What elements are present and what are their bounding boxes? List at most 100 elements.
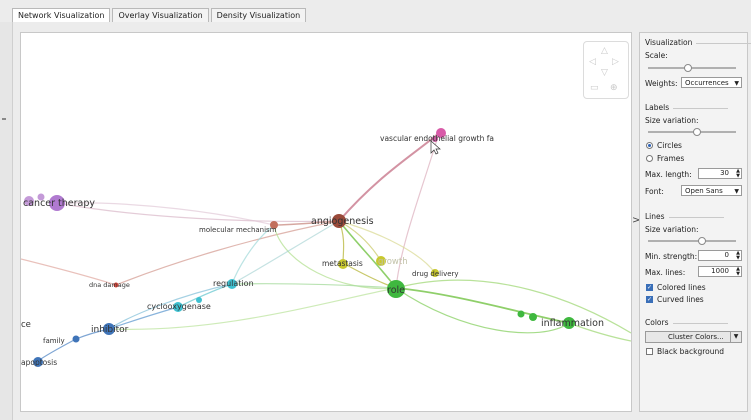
cursor-arrow-icon [430, 140, 441, 155]
min-strength-spinner[interactable]: 0 ▲▼ [698, 250, 742, 261]
network-canvas[interactable]: vascular endothelial growth fa cancer th… [20, 32, 632, 412]
section-lines-title: Lines [645, 212, 722, 221]
labels-slider-thumb[interactable] [693, 128, 701, 136]
curved-lines-label: Curved lines [657, 295, 704, 304]
node-cyclooxygenase [173, 302, 183, 312]
zoom-out-icon[interactable]: ▭ [590, 83, 599, 93]
edge-angiogenesis-growth [338, 220, 382, 262]
pan-up-icon[interactable]: △ [601, 46, 608, 56]
node-green-small-2 [529, 313, 537, 321]
spinner-arrows-icon[interactable]: ▲▼ [736, 168, 740, 179]
node-metastasis [338, 259, 348, 269]
edge-angiogenesis-cancer [56, 202, 340, 223]
lines-size-variation-slider[interactable] [648, 237, 736, 245]
lines-size-variation-label: Size variation: [645, 225, 699, 234]
label-molecular-mechanism: molecular mechanism [199, 226, 277, 234]
options-panel: Visualization Scale: Weights: Occurrence… [639, 32, 751, 412]
label-family: family [43, 337, 65, 345]
edge-inflammation-right [568, 322, 631, 342]
max-lines-label: Max. lines: [645, 268, 686, 277]
font-value: Open Sans [685, 187, 723, 195]
edge-inhibitor-role [108, 287, 397, 330]
edge-angiogenesis-drug [338, 220, 436, 274]
colored-lines-checkbox[interactable]: ✓ [646, 284, 653, 291]
scale-label: Scale: [645, 51, 668, 60]
weights-select[interactable]: Occurrences ▼ [681, 77, 742, 88]
cluster-colors-button[interactable]: Cluster Colors... ▼ [645, 331, 742, 343]
spinner-arrows-icon[interactable]: ▲▼ [736, 266, 740, 277]
frames-label: Frames [657, 154, 685, 163]
node-regulation [227, 279, 237, 289]
edge-role-inflammation [395, 287, 570, 324]
scale-slider-thumb[interactable] [684, 64, 692, 72]
curved-lines-checkbox[interactable]: ✓ [646, 296, 653, 303]
weights-value: Occurrences [685, 79, 729, 87]
node-drug-delivery [431, 269, 439, 277]
tab-network-visualization[interactable]: Network Visualization [12, 8, 111, 22]
max-length-spinner[interactable]: 30 ▲▼ [698, 168, 742, 179]
chevron-down-icon: ▼ [734, 80, 739, 87]
edge-regulation-role [231, 283, 397, 289]
scale-slider[interactable] [648, 64, 736, 72]
edge-angiogenesis-molecular [273, 220, 340, 226]
label-growth: growth [378, 257, 408, 267]
label-role: role [387, 285, 405, 296]
section-colors-title: Colors [645, 318, 726, 327]
section-labels-title: Labels [645, 103, 729, 112]
node-angiogenesis [332, 214, 346, 228]
max-lines-value: 1000 [711, 267, 729, 275]
max-length-label: Max. length: [645, 170, 692, 179]
circles-label: Circles [657, 141, 682, 150]
spinner-arrows-icon[interactable]: ▲▼ [736, 250, 740, 261]
label-regulation: regulation [213, 279, 254, 288]
edge-vegf-role [395, 132, 440, 289]
lines-slider-thumb[interactable] [698, 237, 706, 245]
label-cancer-therapy: cancer therapy [23, 198, 95, 209]
edge-angiogenesis-dna [115, 220, 340, 286]
label-ce: ce [21, 320, 31, 330]
tab-bar: Network Visualization Overlay Visualizat… [12, 8, 307, 22]
weights-label: Weights: [645, 79, 678, 88]
node-cancer-small-2 [37, 193, 45, 201]
node-inflammation [563, 317, 575, 329]
font-select[interactable]: Open Sans ▼ [681, 185, 742, 196]
edge-regulation-inhibitor [108, 283, 233, 330]
pan-left-icon[interactable]: ◁ [589, 57, 596, 67]
node-molecular-mechanism [270, 221, 278, 229]
label-vegf: vascular endothelial growth fa [380, 134, 494, 143]
black-background-label: Black background [657, 347, 725, 356]
labels-size-variation-slider[interactable] [648, 128, 736, 136]
pan-down-icon[interactable]: ▽ [601, 68, 608, 78]
max-length-value: 30 [720, 169, 729, 177]
circles-radio[interactable] [646, 142, 653, 149]
edge-role-inflammation-2 [395, 287, 570, 334]
node-cyan-small [196, 297, 202, 303]
label-metastasis: metastasis [322, 259, 363, 268]
tab-overlay-visualization[interactable]: Overlay Visualization [112, 8, 209, 22]
label-dna-damage: dna damage [89, 281, 130, 289]
tab-density-visualization[interactable]: Density Visualization [210, 8, 307, 22]
network-map[interactable]: vascular endothelial growth fa cancer th… [21, 33, 631, 411]
left-side-strip [0, 22, 13, 420]
edge-cancer-molecular [56, 202, 275, 226]
label-inflammation: inflammation [541, 318, 604, 329]
node-family [72, 335, 80, 343]
frames-radio[interactable] [646, 155, 653, 162]
node-role [387, 280, 405, 298]
network-nodes [24, 128, 575, 367]
min-strength-value: 0 [724, 251, 729, 259]
pan-right-icon[interactable]: ▷ [612, 57, 619, 67]
chevron-down-icon: ▼ [734, 188, 739, 195]
collapse-panel-arrow-icon[interactable]: > [632, 215, 641, 226]
black-background-checkbox[interactable] [646, 348, 653, 355]
node-cancer-small-1 [24, 196, 34, 206]
labels-size-variation-label: Size variation: [645, 116, 699, 125]
chevron-down-icon[interactable]: ▼ [730, 332, 741, 342]
cluster-colors-label: Cluster Colors... [668, 333, 724, 341]
node-growth [376, 256, 386, 266]
zoom-in-icon[interactable]: ⊕ [610, 83, 618, 93]
zoom-pan-control[interactable]: △ ◁ ▷ ▽ ▭ ⊕ [583, 41, 629, 99]
max-lines-spinner[interactable]: 1000 ▲▼ [698, 266, 742, 277]
font-label: Font: [645, 187, 664, 196]
node-vegf-small [432, 136, 438, 142]
